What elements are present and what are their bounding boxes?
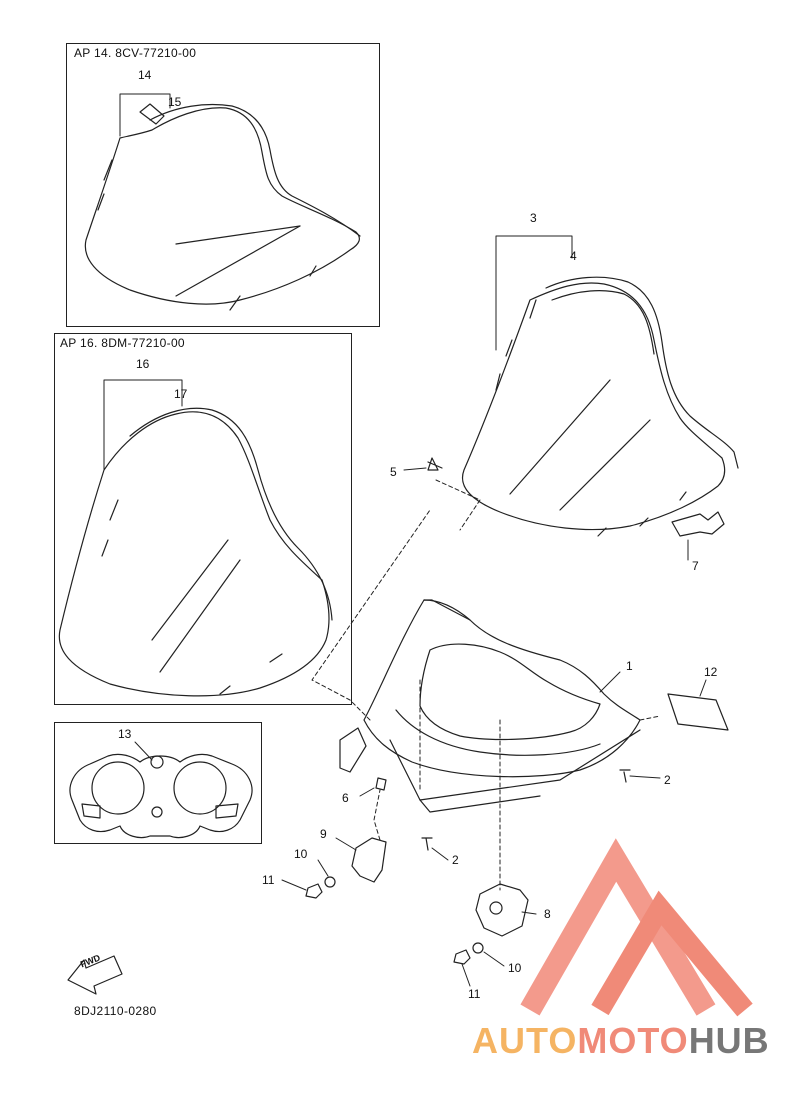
inset-box-14: [66, 43, 380, 327]
callout-3: 3: [530, 211, 537, 225]
watermark-part1: AUTO: [472, 1020, 578, 1061]
diagram-code: 8DJ2110-0280: [74, 1004, 157, 1018]
watermark-logo-icon: [520, 838, 753, 1017]
callout-12: 12: [704, 665, 718, 679]
windshield-part-3: [462, 276, 739, 537]
callout-4: 4: [570, 249, 577, 263]
washer-part-10b: [472, 942, 484, 954]
callout-17: 17: [174, 387, 188, 401]
windshield-part-16: [58, 407, 333, 697]
inset-box-16: [54, 333, 352, 705]
bracket-hole: [489, 901, 503, 915]
screws: [375, 457, 631, 851]
callout-15: 15: [168, 95, 182, 109]
callout-8: 8: [544, 907, 551, 921]
inset-box-13: [54, 722, 262, 844]
callout-13: 13: [118, 727, 132, 741]
callout-9: 9: [320, 827, 327, 841]
sticker-part-12: [667, 693, 729, 731]
watermark-text: AUTOMOTOHUB: [472, 1020, 770, 1062]
callout-11a: 11: [262, 873, 275, 887]
nut-part-11: [305, 883, 323, 899]
bracket-part-9: [351, 837, 387, 883]
callout-1: 1: [626, 659, 633, 673]
callout-11b: 11: [468, 987, 481, 1001]
callout-5: 5: [390, 465, 397, 479]
callout-7: 7: [692, 559, 699, 573]
bracket-part-7: [671, 511, 725, 537]
callout-16: 16: [136, 357, 150, 371]
meter-gasket-part-13: [69, 753, 253, 839]
bracket-part-8: [475, 883, 529, 937]
windshield-part-14: [84, 103, 361, 311]
nut-part-11b: [453, 949, 471, 965]
inset-title-14: AP 14. 8CV-77210-00: [74, 46, 197, 60]
callout-14: 14: [138, 68, 152, 82]
callout-10b: 10: [508, 961, 522, 975]
callout-2a: 2: [664, 773, 671, 787]
watermark-part3: HUB: [688, 1020, 770, 1061]
washer-part-10: [324, 876, 336, 888]
inset-title-16: AP 16. 8DM-77210-00: [60, 336, 185, 350]
callout-2b: 2: [452, 853, 459, 867]
watermark-part2: MOTO: [577, 1020, 689, 1061]
callout-6: 6: [342, 791, 349, 805]
cowling-part-1: [339, 599, 641, 813]
callout-10a: 10: [294, 847, 308, 861]
fwd-arrow-icon: [67, 955, 123, 995]
